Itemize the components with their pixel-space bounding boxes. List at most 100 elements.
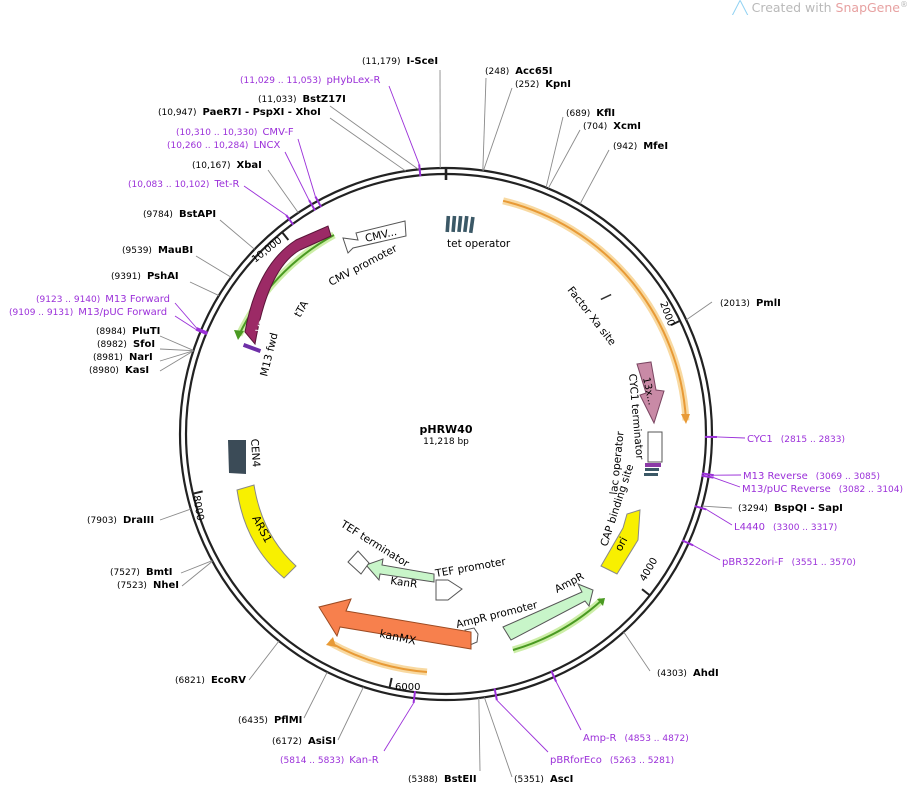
tta-label: tTA — [292, 298, 311, 319]
enzyme-label[interactable]: (942) MfeI — [613, 141, 668, 152]
primer-name: L4440 — [734, 522, 765, 533]
primer-mark — [495, 688, 497, 700]
enzyme-name: PaeR7I - PspXI - XhoI — [203, 107, 321, 118]
ring-tick-label: 6000 — [395, 682, 420, 693]
enzyme-leader-line — [483, 88, 512, 171]
primer-label[interactable]: L4440(3300 .. 3317) — [734, 522, 837, 533]
enzyme-leader-line — [702, 506, 732, 508]
primer-range: (9123 .. 9140) — [36, 295, 100, 305]
enzyme-label[interactable]: (704) XcmI — [583, 121, 641, 132]
enzyme-leader-line — [196, 256, 231, 277]
primer-name: CYC1 — [747, 434, 773, 445]
enzyme-label[interactable]: (10,947) PaeR7I - PspXI - XhoI — [158, 107, 321, 118]
snapgene-watermark: ╱╲Created with SnapGene® — [733, 0, 908, 15]
enzyme-position: (8984) — [96, 327, 126, 337]
primer-range: (3551 .. 3570) — [792, 558, 856, 568]
primer-label[interactable]: M13 Reverse(3069 .. 3085) — [743, 471, 880, 482]
enzyme-label[interactable]: (11,033) BstZ17I — [258, 94, 346, 105]
enzyme-label[interactable]: (5351) AscI — [514, 774, 573, 785]
enzyme-label[interactable]: (9391) PshAI — [111, 271, 179, 282]
primer-label[interactable]: CYC1 (2815 .. 2833) — [747, 434, 845, 445]
watermark-prefix: Created with — [752, 0, 836, 15]
enzyme-position: (9539) — [122, 246, 152, 256]
enzyme-label[interactable]: (7523) NheI — [117, 580, 179, 591]
enzyme-label[interactable]: (248) Acc65I — [485, 66, 552, 77]
enzyme-position: (5351) — [514, 775, 544, 785]
primer-range: (5814 .. 5833) — [280, 756, 344, 766]
primer-label[interactable]: (10,260 .. 10,284)LNCX — [167, 140, 280, 151]
tef-terminator-feature[interactable] — [348, 551, 369, 574]
primer-label[interactable]: (9123 .. 9140) M13 Forward — [36, 294, 170, 305]
enzyme-leader-line — [268, 170, 298, 213]
m13-fwd-label: M13 fwd — [258, 332, 280, 378]
enzyme-label[interactable]: (9539) MauBI — [122, 245, 193, 256]
enzyme-label[interactable]: (11,179) I-SceI — [362, 56, 438, 67]
enzyme-label[interactable]: (3294) BspQI - SapI — [738, 503, 843, 514]
enzyme-name: SfoI — [133, 339, 155, 350]
kanr-label: KanR — [390, 575, 419, 591]
primer-range: (10,310 .. 10,330) — [176, 128, 257, 138]
enzyme-label[interactable]: (8984) PluTI — [96, 326, 160, 337]
primer-leader-line — [175, 303, 197, 328]
lac-operator-feature[interactable] — [648, 432, 662, 462]
enzyme-label[interactable]: (6821) EcoRV — [175, 675, 246, 686]
tet-operator-feature[interactable] — [445, 216, 474, 233]
enzyme-name: MauBI — [158, 245, 193, 256]
enzyme-name: PflMI — [274, 715, 302, 726]
enzyme-label[interactable]: (4303) AhdI — [657, 668, 719, 679]
tef-promoter-feature[interactable] — [436, 580, 462, 600]
enzyme-leader-line — [330, 118, 406, 171]
tet-operator-label: tet operator — [447, 238, 511, 250]
primer-range: (2815 .. 2833) — [781, 435, 845, 445]
enzyme-label[interactable]: (5388) BstEII — [408, 774, 477, 785]
primer-leader-line — [713, 478, 740, 487]
primer-name: Tet-R — [213, 179, 239, 190]
primer-label[interactable]: Amp-R(4853 .. 4872) — [583, 733, 689, 744]
primer-label[interactable]: M13/pUC Reverse(3082 .. 3104) — [742, 484, 903, 495]
enzyme-leader-line — [479, 698, 480, 771]
enzyme-label[interactable]: (6172) AsiSI — [272, 736, 336, 747]
enzyme-name: PmlI — [756, 298, 781, 309]
enzyme-label[interactable]: (8981) NarI — [93, 352, 153, 363]
enzyme-name: KpnI — [545, 79, 571, 90]
primer-range: (3082 .. 3104) — [839, 485, 903, 495]
enzyme-leader-line — [580, 150, 609, 204]
enzyme-label[interactable]: (6435) PflMI — [238, 715, 302, 726]
enzyme-leader-line — [160, 509, 191, 520]
ring-tick-8000 — [193, 491, 203, 493]
primer-label[interactable]: (9109 .. 9131)M13/pUC Forward — [9, 307, 167, 318]
primer-label[interactable]: (10,310 .. 10,330)CMV-F — [176, 127, 294, 138]
primer-leader-line — [706, 509, 732, 525]
enzyme-position: (3294) — [738, 504, 768, 514]
enzyme-position: (689) — [566, 109, 590, 119]
enzyme-leader-line — [304, 672, 327, 718]
primer-label[interactable]: (11,029 .. 11,053)pHybLex-R — [240, 75, 380, 86]
enzyme-label[interactable]: (7903) DraIII — [87, 515, 154, 526]
enzyme-name: AscI — [550, 774, 573, 785]
enzyme-label[interactable]: (2013) PmlI — [720, 298, 781, 309]
primer-label[interactable]: (10,083 .. 10,102)Tet-R — [128, 179, 240, 190]
enzyme-label[interactable]: (689) KflI — [566, 108, 615, 119]
enzyme-label[interactable]: (252) KpnI — [515, 79, 571, 90]
primer-name: M13 Forward — [105, 294, 170, 305]
enzyme-position: (5388) — [408, 775, 438, 785]
primer-leader-line — [298, 139, 315, 197]
primer-label[interactable]: (5814 .. 5833)Kan-R — [280, 755, 379, 766]
enzyme-label[interactable]: (7527) BmtI — [110, 567, 173, 578]
enzyme-label[interactable]: (8980) KasI — [89, 365, 149, 376]
primer-range: (3069 .. 3085) — [816, 472, 880, 482]
enzyme-label[interactable]: (9784) BstAPI — [143, 209, 216, 220]
enzyme-position: (2013) — [720, 299, 750, 309]
cen4-feature[interactable] — [228, 440, 246, 474]
enzyme-position: (8982) — [97, 340, 127, 350]
primer-label[interactable]: pBR322ori-F(3551 .. 3570) — [722, 557, 856, 568]
primer-name: Amp-R — [583, 733, 617, 744]
primer-label[interactable]: pBRforEco(5263 .. 5281) — [550, 755, 674, 766]
enzyme-name: BstAPI — [179, 209, 216, 220]
enzyme-position: (8981) — [93, 353, 123, 363]
enzyme-name: NheI — [153, 580, 179, 591]
enzyme-label[interactable]: (10,167) XbaI — [192, 160, 262, 171]
enzyme-name: EcoRV — [211, 675, 246, 686]
enzyme-label[interactable]: (8982) SfoI — [97, 339, 155, 350]
